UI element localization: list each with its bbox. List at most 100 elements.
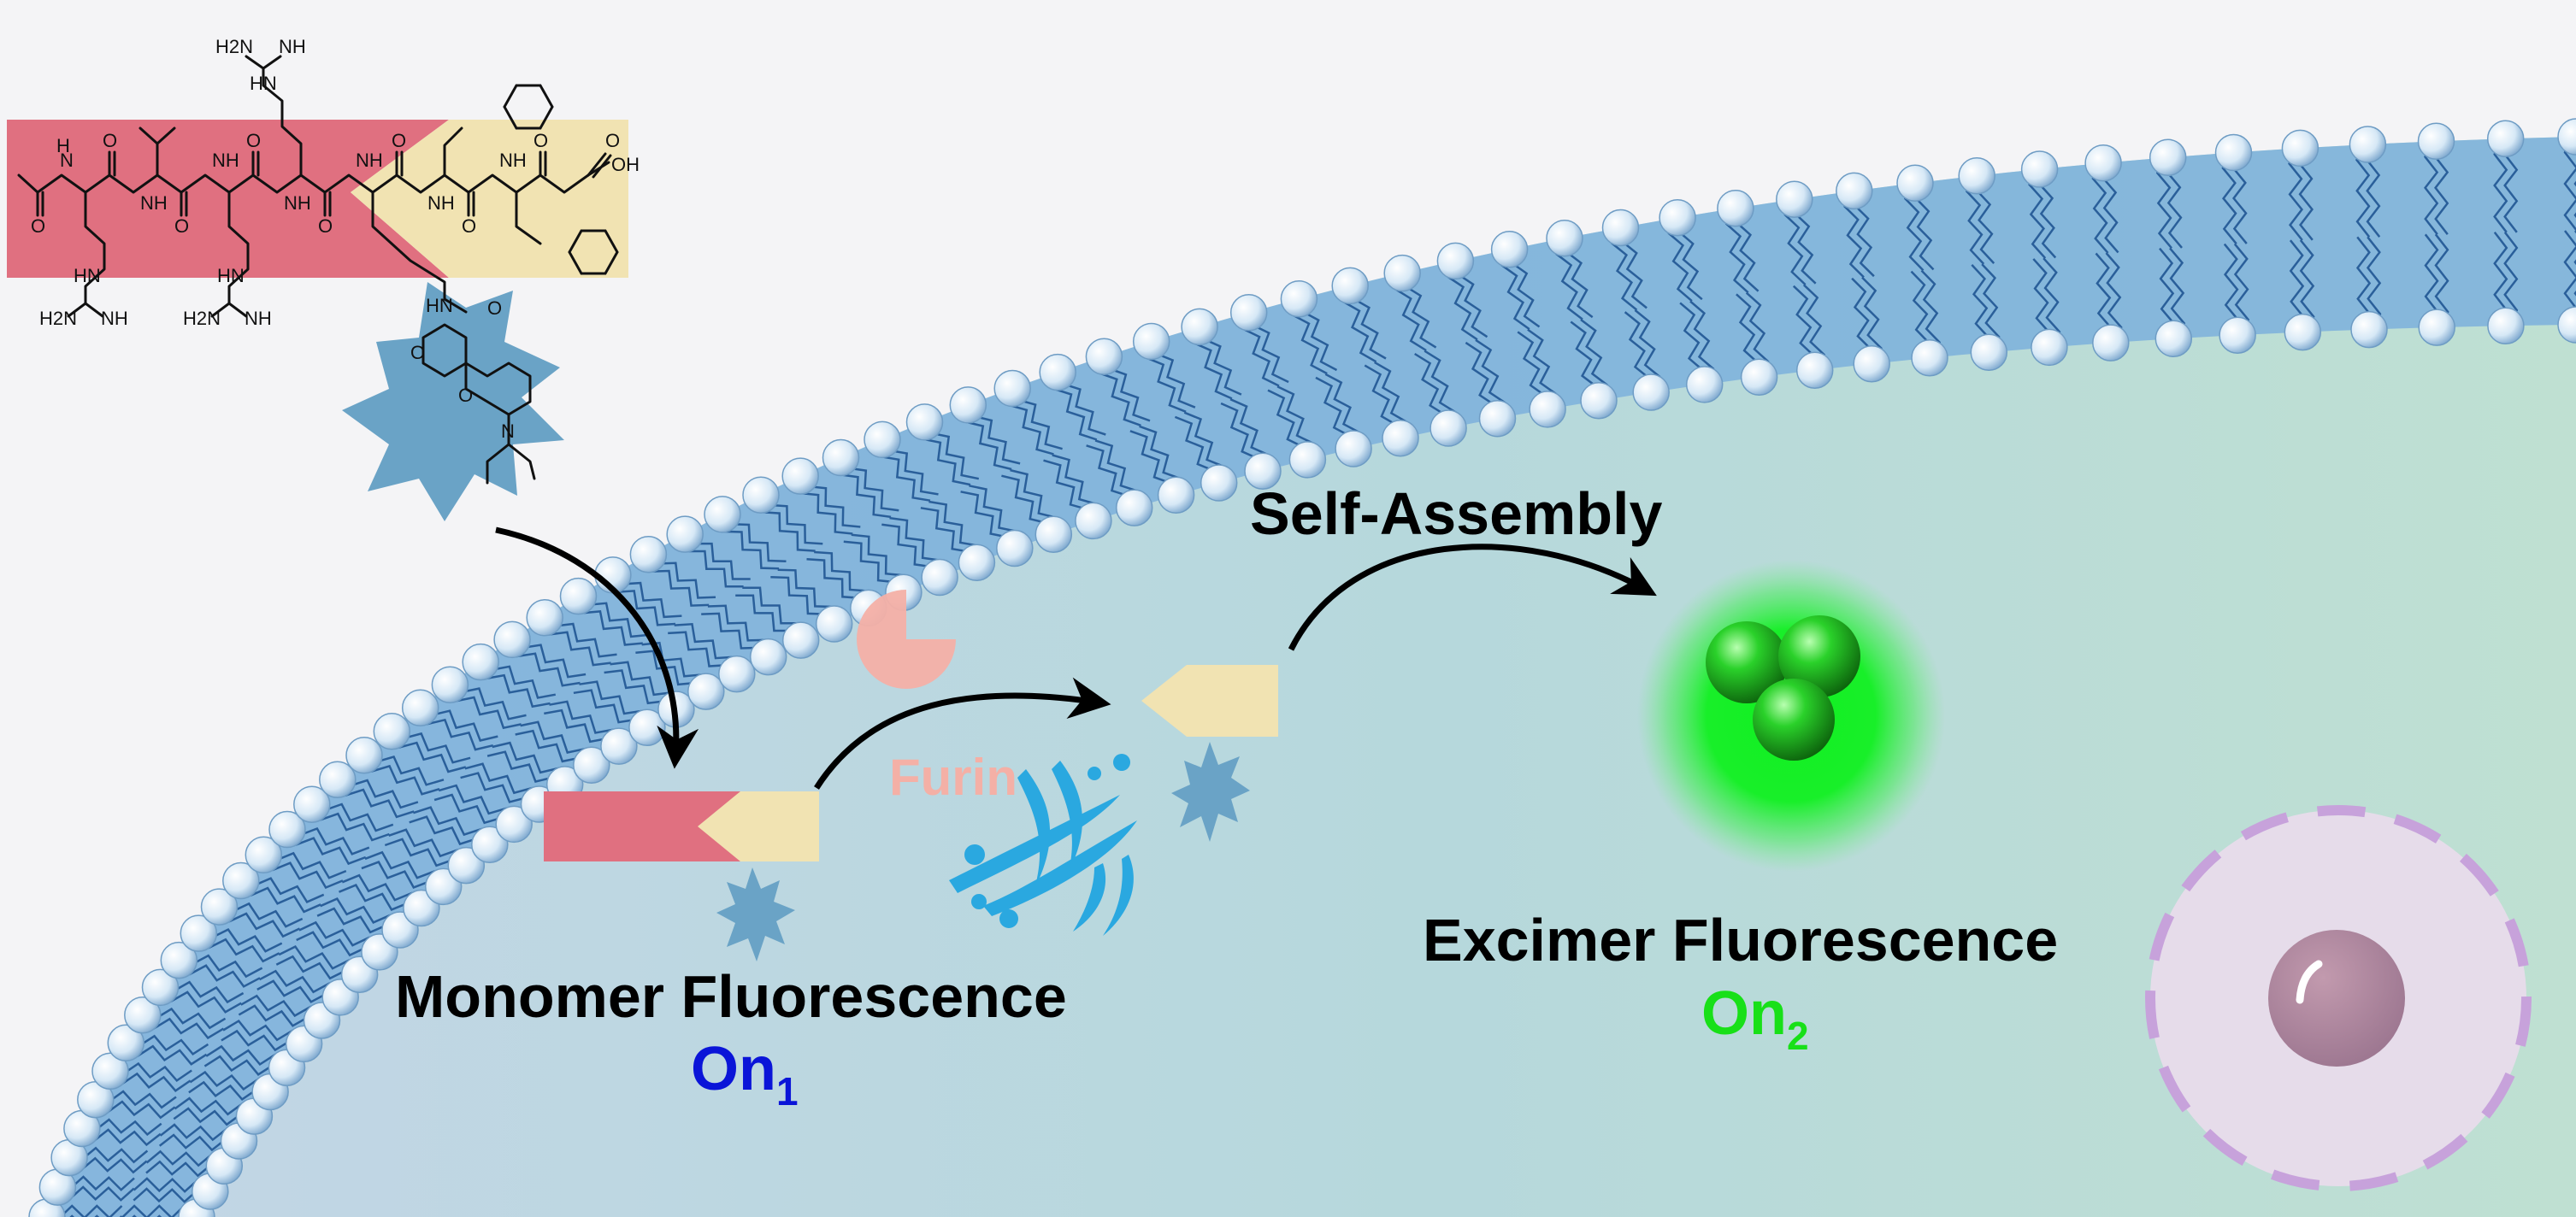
lipid-tail [2563, 136, 2576, 232]
lipid-head [718, 655, 756, 693]
atom-label: O [318, 215, 333, 237]
lipid-head [2349, 126, 2387, 163]
lipid-head [573, 746, 610, 785]
lipid-head [268, 810, 306, 849]
lipid-head [2281, 129, 2320, 168]
lipid-head [141, 968, 180, 1007]
self-assembly-label: Self-Assembly [1250, 480, 1662, 547]
lipid-tail [2493, 138, 2508, 233]
cleavage-yellow-region [351, 120, 628, 278]
lipid-head [905, 403, 944, 441]
atom-label: NH [427, 192, 455, 214]
lipid-head [1436, 242, 1475, 280]
atom-label: NH [101, 308, 128, 329]
monomer-fluorescence-title: Monomer Fluorescence [395, 963, 1067, 1030]
lipid-head [996, 529, 1034, 567]
lipid-tail [2366, 236, 2382, 330]
atom-label: O [31, 215, 45, 237]
excimer-nanoparticle [1637, 560, 1945, 872]
lipid-head [2350, 310, 2388, 349]
lipid-head [91, 1052, 129, 1091]
atom-label: O [410, 342, 425, 363]
furin-enzyme: Furin [857, 590, 1137, 936]
lipid-tail [2434, 233, 2449, 328]
lipid-head [447, 846, 486, 885]
lipid-head [559, 577, 598, 615]
atom-label: NH [284, 192, 311, 214]
atom-label: O [533, 130, 548, 151]
lipid-head [1970, 333, 2008, 372]
lipid-head [1200, 464, 1238, 502]
atom-label: H [56, 135, 70, 156]
lipid-head [1157, 476, 1195, 514]
lipid-head [2418, 309, 2455, 346]
nanoparticle-sphere-icon [1753, 679, 1835, 761]
lipid-head [822, 438, 860, 477]
lipid-head [345, 737, 383, 774]
atom-label: NH [140, 192, 168, 214]
atom-label: O [458, 385, 473, 406]
lipid-head [704, 496, 741, 533]
atom-label: H2N [183, 308, 221, 329]
fluorophore-star-icon [716, 867, 795, 961]
lipid-head [1632, 373, 1670, 411]
atom-label: O [462, 215, 476, 237]
self-assembly-arrow [1288, 544, 1657, 651]
lipid-head [1911, 338, 1948, 377]
lipid-head [1331, 267, 1369, 305]
lipid-head [1853, 344, 1890, 383]
lipid-head [666, 515, 704, 553]
lipid-head [1229, 294, 1268, 332]
atom-label: NH [279, 36, 306, 57]
atom-label: HN [426, 295, 453, 316]
lipid-head [1659, 198, 1696, 237]
lipid-head [1546, 220, 1583, 257]
lipid-head [1776, 180, 1813, 218]
lipid-tail [2288, 148, 2303, 241]
atom-label: O [103, 130, 117, 151]
lipid-head [1795, 351, 1834, 389]
atom-label: HN [217, 265, 245, 286]
lipid-head [781, 621, 820, 659]
lipid-head [2284, 313, 2322, 351]
lipid-head [245, 836, 283, 874]
lipid-head [1085, 338, 1123, 376]
lipid-heads [28, 118, 2576, 1217]
lipid-head [1836, 172, 1873, 210]
lipid-head [526, 599, 563, 637]
lipid-tail [2355, 144, 2371, 238]
monomer-probe [544, 791, 819, 961]
lipid-head [200, 888, 239, 926]
cell-membrane-band [47, 137, 2576, 1217]
lipid-head [2020, 150, 2059, 188]
lipid-head [1896, 164, 1934, 203]
lipid-tail [2221, 152, 2237, 245]
atom-label: OH [611, 154, 640, 175]
fluorophore-star-icon [1171, 742, 1250, 842]
lipid-head [1039, 353, 1076, 391]
lipid-head [293, 785, 331, 823]
peptide-substrate-structure: N H NH NH NH NH NH NH O O O O O O O O OH… [7, 36, 640, 521]
lipid-head [921, 558, 958, 597]
lipid-head [742, 476, 780, 514]
atom-label: O [246, 130, 261, 151]
lipid-head [1115, 489, 1153, 526]
lipid-head [1244, 452, 1282, 490]
lipid-head [958, 544, 996, 582]
lipid-head [2084, 144, 2122, 182]
atom-label: O [487, 297, 502, 319]
lipid-head [629, 535, 668, 573]
lipid-head [180, 914, 218, 952]
lipid-head [1685, 366, 1724, 403]
lipid-head [495, 805, 533, 844]
lipid-tail [2503, 232, 2519, 326]
lipid-head [1717, 189, 1754, 227]
lipid-tail [2299, 239, 2315, 332]
lipid-head [1181, 308, 1218, 346]
lipid-head [373, 713, 411, 750]
lipid-head [1035, 515, 1073, 553]
lipid-head [2417, 122, 2455, 161]
atom-label: O [392, 130, 406, 151]
atom-label: HN [74, 265, 101, 286]
lipid-head [2557, 306, 2576, 344]
